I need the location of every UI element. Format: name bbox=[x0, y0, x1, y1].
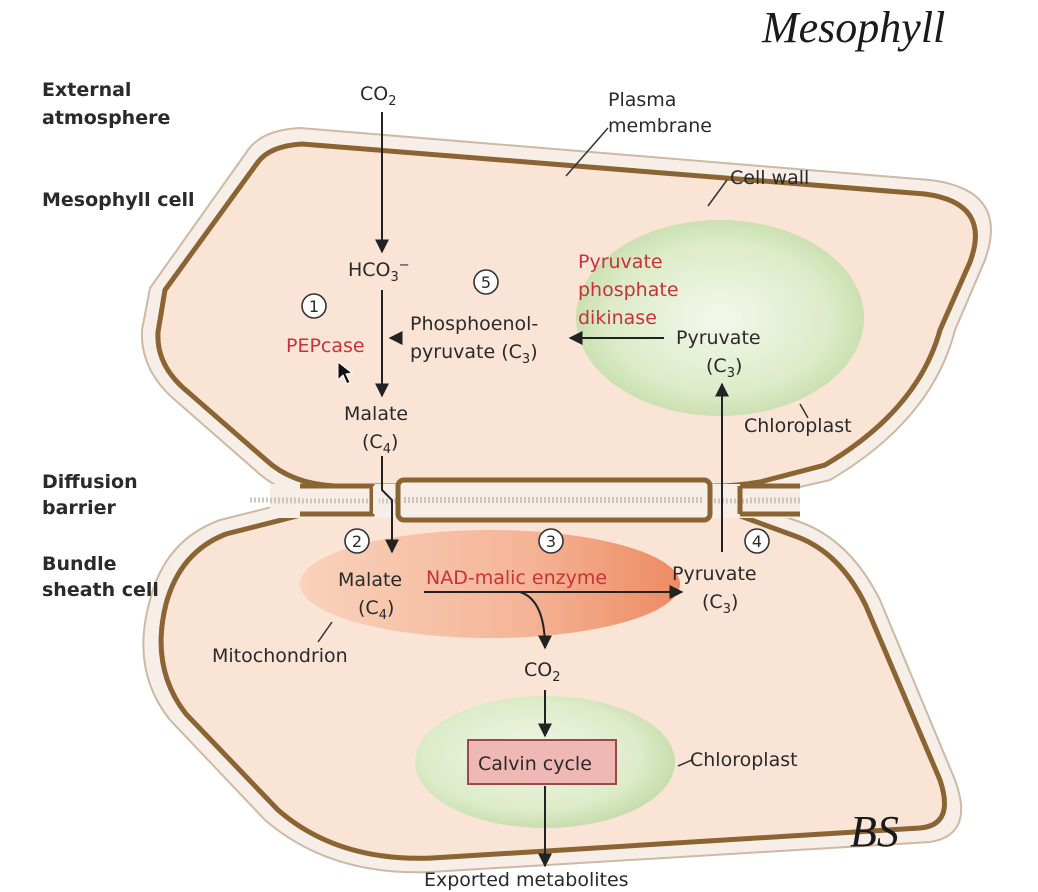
label-ppdk-2: phosphate bbox=[578, 279, 679, 301]
label-pyruvate-top-1: Pyruvate bbox=[676, 327, 761, 349]
leader-chloroplast-top bbox=[799, 403, 809, 419]
leader-chloroplast-bottom bbox=[677, 759, 693, 767]
pathway-arrows bbox=[375, 112, 729, 868]
label-pyruvate-bottom-1: Pyruvate bbox=[672, 563, 757, 585]
label-external-2: atmosphere bbox=[42, 107, 170, 129]
step-3-marker bbox=[538, 528, 564, 554]
calvin-cycle-box bbox=[467, 739, 617, 785]
label-diffusion-1: Diffusion bbox=[42, 471, 138, 493]
label-malate-top-2: (C4) bbox=[362, 431, 398, 457]
label-diffusion-2: barrier bbox=[42, 497, 117, 519]
label-mitochondrion: Mitochondrion bbox=[212, 645, 348, 667]
label-cell-wall: Cell wall bbox=[730, 167, 809, 189]
step-3-label: 3 bbox=[546, 532, 556, 551]
label-pep-1: Phosphoenol- bbox=[410, 313, 538, 335]
label-ppdk-1: Pyruvate bbox=[578, 251, 663, 273]
arrow-malate-to-bs bbox=[381, 456, 399, 554]
label-calvin-cycle: Calvin cycle bbox=[478, 753, 592, 775]
step-1-marker bbox=[301, 293, 327, 319]
leader-lines bbox=[317, 127, 809, 767]
label-exported-metabolites: Exported metabolites bbox=[424, 869, 629, 891]
arrow-to-co2 bbox=[519, 591, 552, 650]
label-co2-top: CO2 bbox=[360, 83, 397, 109]
label-bundle-2: sheath cell bbox=[42, 579, 159, 601]
label-pyruvate-top-2: (C3) bbox=[706, 355, 742, 381]
step-4-marker bbox=[744, 528, 770, 554]
label-pepcase: PEPcase bbox=[286, 335, 365, 357]
mitochondrion bbox=[300, 530, 680, 638]
step-1-label: 1 bbox=[309, 297, 319, 316]
step-5-label: 5 bbox=[481, 273, 491, 292]
cursor-icon bbox=[337, 360, 354, 385]
label-malate-bottom-2: (C4) bbox=[358, 597, 394, 623]
label-malate-bottom-1: Malate bbox=[338, 569, 402, 591]
label-plasma-2: membrane bbox=[608, 115, 712, 137]
label-nad-malic-enzyme: NAD-malic enzyme bbox=[426, 567, 607, 589]
label-malate-top-1: Malate bbox=[344, 403, 408, 425]
step-2-marker bbox=[344, 528, 370, 554]
step-markers bbox=[301, 269, 770, 554]
label-pyruvate-bottom-2: (C3) bbox=[702, 591, 738, 617]
title-mesophyll: Mesophyll bbox=[761, 3, 945, 52]
leader-cell-wall bbox=[707, 179, 728, 207]
label-ppdk-3: dikinase bbox=[578, 307, 657, 329]
label-chloroplast-bottom: Chloroplast bbox=[690, 749, 798, 771]
label-co2-bottom: CO2 bbox=[524, 659, 561, 685]
label-chloroplast-top: Chloroplast bbox=[744, 415, 852, 437]
label-pep-2: pyruvate (C3) bbox=[410, 341, 538, 367]
label-mesophyll-cell: Mesophyll cell bbox=[42, 189, 194, 211]
label-plasma-1: Plasma bbox=[608, 89, 676, 111]
label-hco3: HCO3− bbox=[348, 258, 410, 285]
title-bs: BS bbox=[850, 807, 899, 856]
step-5-marker bbox=[473, 269, 499, 295]
label-external-1: External bbox=[42, 79, 131, 101]
label-bundle-1: Bundle bbox=[42, 553, 117, 575]
chloroplast-mesophyll bbox=[576, 220, 864, 416]
step-2-label: 2 bbox=[352, 532, 362, 551]
leader-plasma-membrane bbox=[565, 127, 609, 177]
diffusion-barrier bbox=[250, 477, 800, 523]
step-4-label: 4 bbox=[752, 532, 762, 551]
leader-mitochondrion bbox=[317, 621, 333, 643]
